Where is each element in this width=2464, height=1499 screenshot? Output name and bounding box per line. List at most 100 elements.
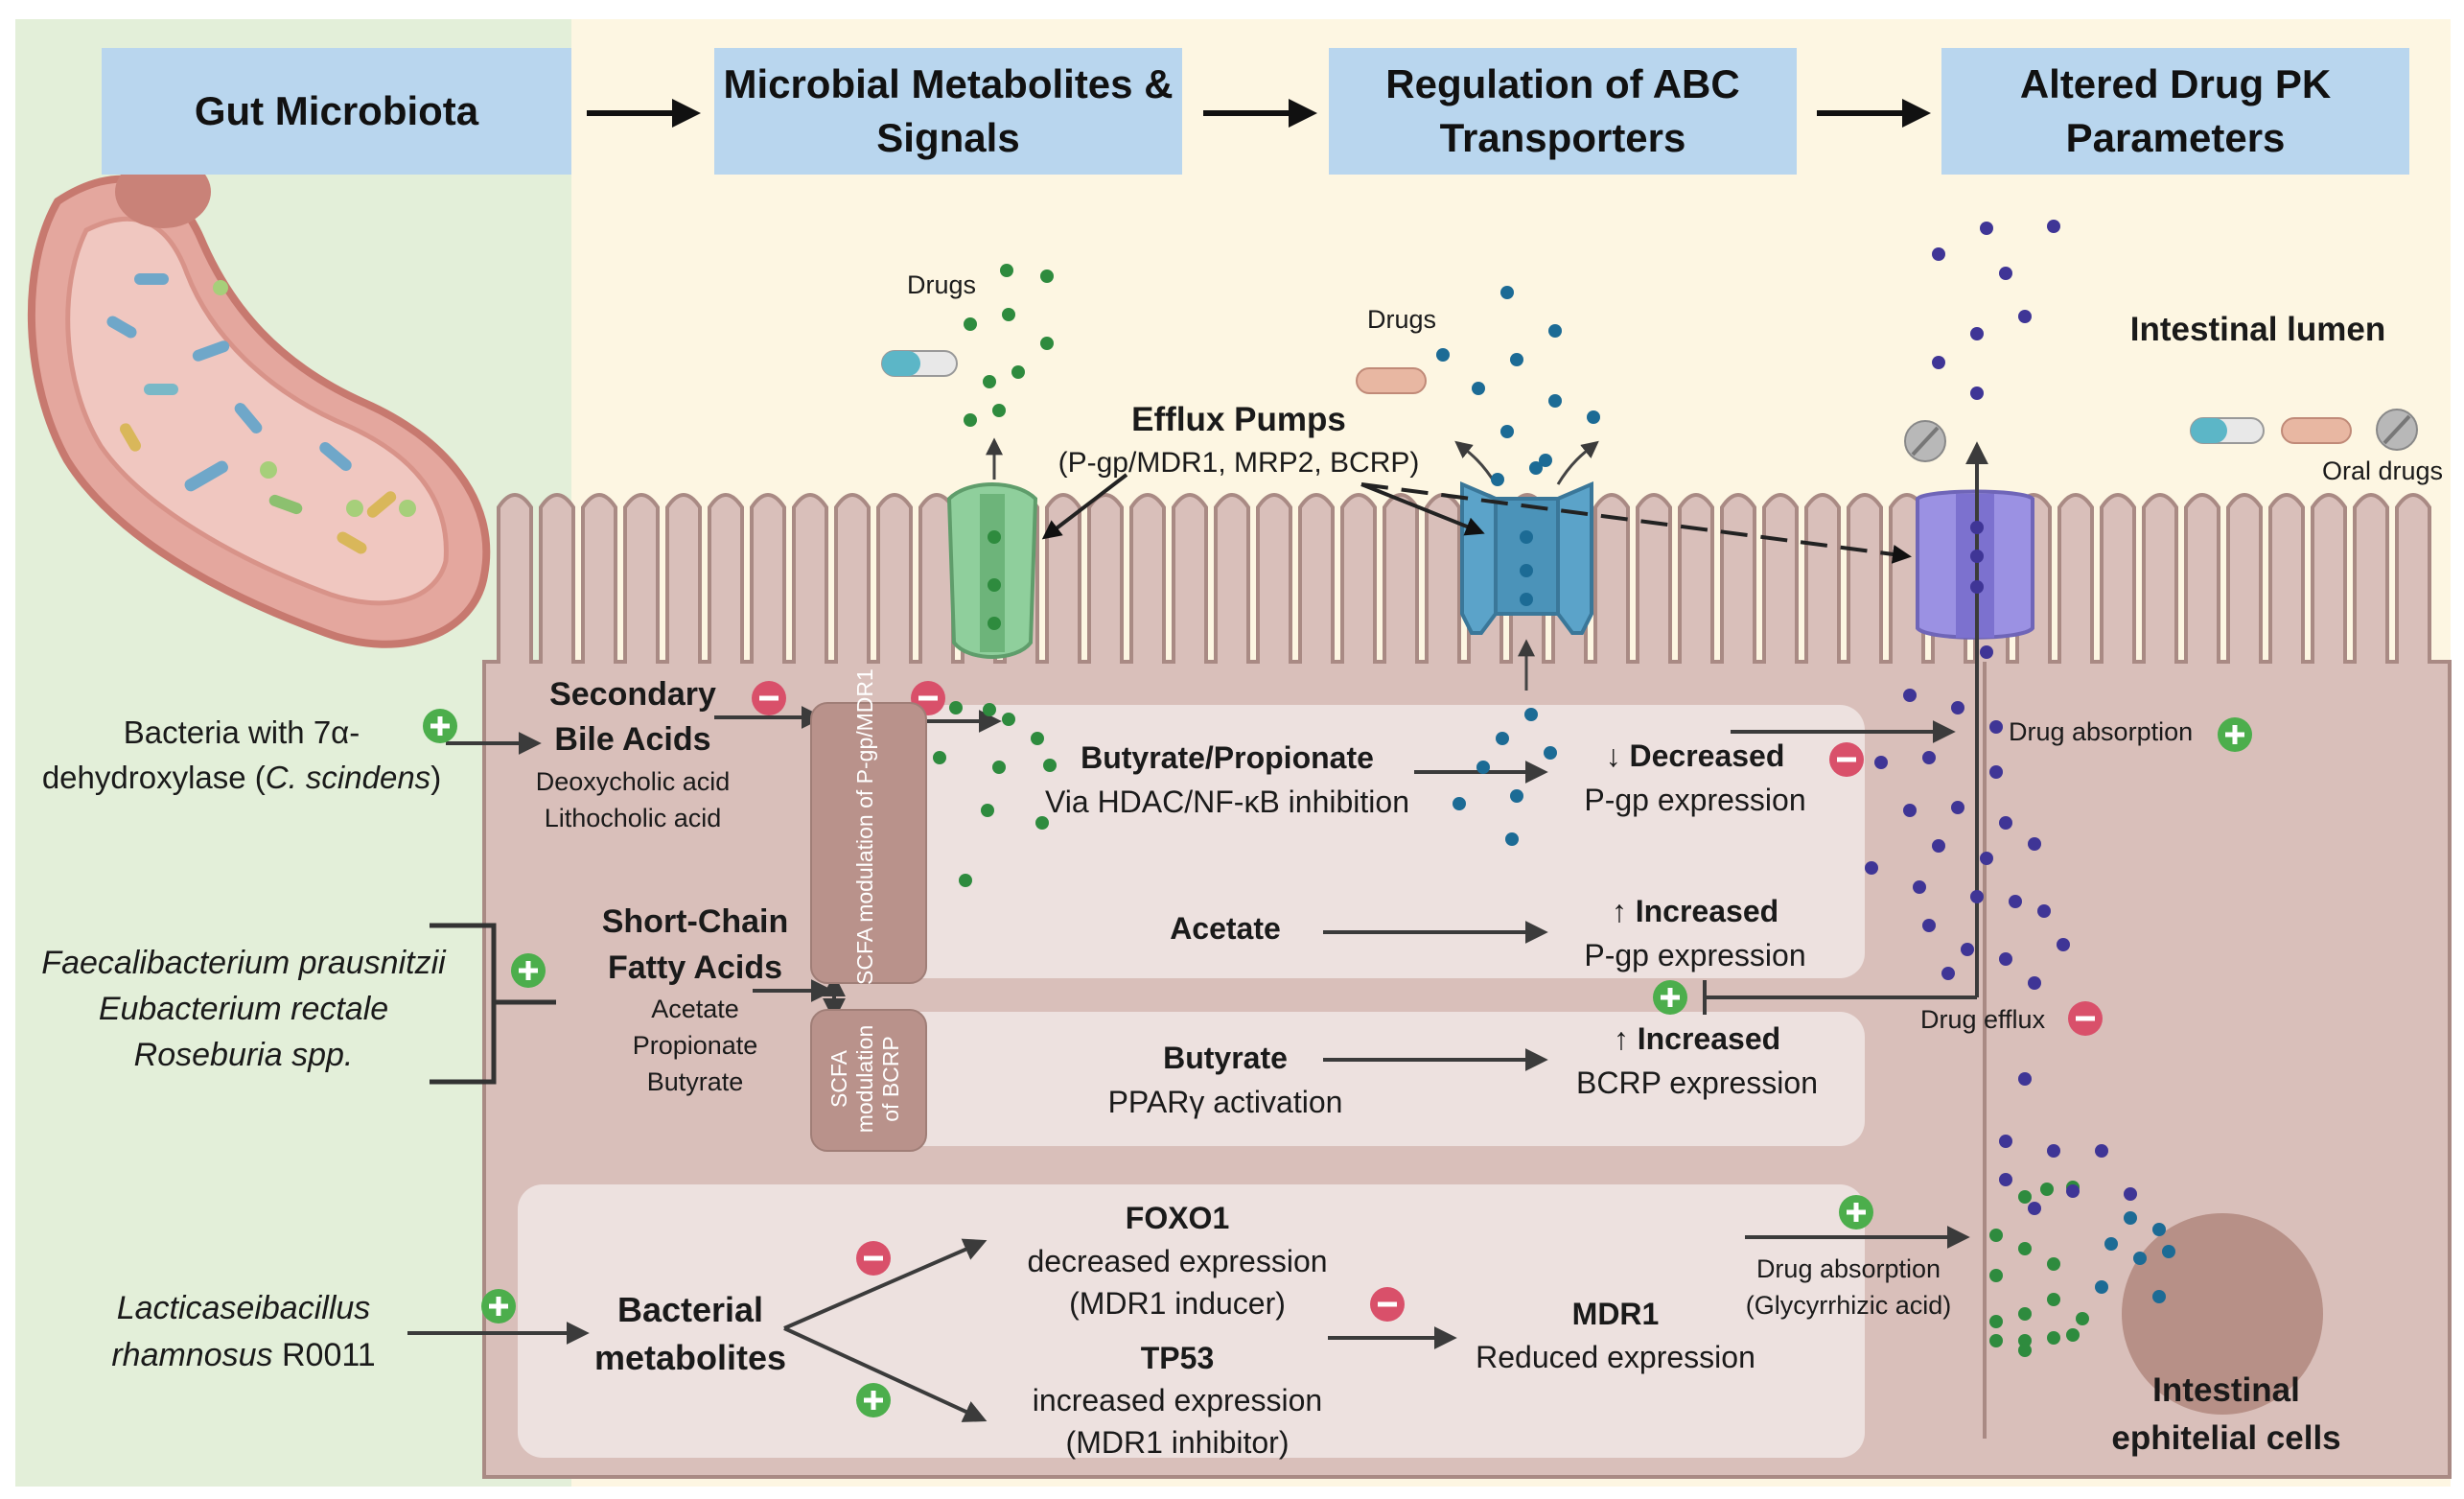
drug-molecule-dot bbox=[1970, 386, 1984, 400]
plus-icon bbox=[1839, 1195, 1873, 1230]
plus-icon bbox=[511, 953, 546, 988]
efflux-pumps-title: Efflux Pumps bbox=[1131, 401, 1346, 438]
epithelial-cells-line1: Intestinal bbox=[2152, 1371, 2300, 1409]
header-abc-transporters: Regulation of ABC Transporters bbox=[1329, 48, 1797, 175]
drug-molecule-dot bbox=[1436, 348, 1450, 362]
secondary-bile-acids-line1: Secondary bbox=[549, 676, 716, 713]
drug-molecule-dot bbox=[949, 701, 963, 714]
drug-molecule-dot bbox=[1011, 365, 1025, 379]
drug-molecule-dot bbox=[1874, 756, 1888, 769]
intestine-illustration bbox=[27, 155, 491, 648]
drug-molecule-dot bbox=[964, 413, 977, 427]
scfa-pgp-label: SCFA modulation of P-gp/MDR1 bbox=[852, 668, 877, 985]
drug-molecule-dot bbox=[2018, 1072, 2032, 1086]
drug-molecule-dot bbox=[1980, 222, 1993, 235]
drug-molecule-dot bbox=[1035, 816, 1049, 830]
acetate-label: Acetate bbox=[1170, 911, 1281, 946]
tablet-icon bbox=[1356, 367, 1427, 394]
header-drug-pk: Altered Drug PK Parameters bbox=[1941, 48, 2409, 175]
minus-icon bbox=[856, 1241, 891, 1276]
scfa-pgp-pill bbox=[810, 702, 927, 984]
foxo1-sub1: decreased expression bbox=[1027, 1244, 1328, 1278]
scfa-bcrp-line2: modulation bbox=[852, 1024, 877, 1134]
foxo1-label: FOXO1 bbox=[1125, 1201, 1230, 1235]
drug-molecule-dot bbox=[964, 317, 977, 331]
drug-molecule-dot bbox=[2124, 1187, 2137, 1201]
drug-molecule-dot bbox=[1496, 732, 1509, 745]
drug-molecule-dot bbox=[2028, 1202, 2041, 1215]
drug-molecule-dot bbox=[1922, 751, 1936, 764]
capsule-icon bbox=[881, 350, 958, 377]
drug-molecule-dot bbox=[1903, 689, 1917, 702]
drug-molecule-dot bbox=[1999, 952, 2012, 966]
drug-molecule-dot bbox=[1510, 353, 1523, 366]
dehydroxylase-close: ) bbox=[430, 760, 442, 795]
drug-molecule-dot bbox=[981, 804, 994, 817]
oral-drugs-label: Oral drugs bbox=[2321, 457, 2444, 485]
drug-molecule-dot bbox=[1932, 247, 1945, 261]
drug-molecule-dot bbox=[1524, 708, 1538, 721]
butyrate-label: Butyrate bbox=[1163, 1041, 1288, 1075]
drug-molecule-dot bbox=[1989, 765, 2003, 779]
plus-icon bbox=[423, 709, 457, 743]
scfa-acetate: Acetate bbox=[651, 995, 739, 1023]
drug-molecule-dot bbox=[2009, 895, 2022, 908]
tp53-label: TP53 bbox=[1140, 1341, 1215, 1375]
green-efflux-pump bbox=[946, 482, 1038, 659]
drug-molecule-dot bbox=[1999, 816, 2012, 830]
drug-molecule-dot bbox=[1539, 454, 1552, 467]
increased-pgp-sub: P-gp expression bbox=[1584, 938, 1806, 972]
butyrate-propionate-label: Butyrate/Propionate bbox=[1081, 740, 1374, 775]
drug-molecule-dot bbox=[2076, 1312, 2089, 1325]
epithelial-cells-line2: ephitelial cells bbox=[2111, 1419, 2341, 1457]
drug-molecule-dot bbox=[1970, 521, 1984, 534]
lower-panel bbox=[518, 1184, 1865, 1458]
scfa-butyrate: Butyrate bbox=[646, 1067, 744, 1096]
drug-molecule-dot bbox=[2047, 220, 2060, 233]
oral-round-pill-icon bbox=[2376, 409, 2418, 451]
drug-molecule-dot bbox=[1961, 943, 1974, 956]
drug-molecule-dot bbox=[988, 530, 1001, 544]
drug-molecule-dot bbox=[1970, 890, 1984, 903]
drug-molecule-dot bbox=[2028, 837, 2041, 851]
drug-molecule-dot bbox=[1520, 564, 1533, 577]
scfa-bcrp-label: SCFA modulation of BCRP bbox=[826, 1012, 907, 1146]
drug-molecule-dot bbox=[1865, 861, 1878, 875]
drug-molecule-dot bbox=[2018, 1190, 2032, 1204]
drug-molecule-dot bbox=[1472, 382, 1485, 395]
drug-efflux-label: Drug efflux bbox=[1920, 1005, 2046, 1034]
roseburia-label: Roseburia spp. bbox=[133, 1037, 354, 1073]
header-microbial-metabolites: Microbial Metabolites & Signals bbox=[714, 48, 1182, 175]
drug-molecule-dot bbox=[1510, 789, 1523, 803]
drugs-label-blue: Drugs bbox=[1367, 305, 1437, 334]
drug-molecule-dot bbox=[2037, 904, 2051, 918]
drug-molecule-dot bbox=[2047, 1144, 2060, 1158]
scfa-bcrp-pill bbox=[810, 1009, 927, 1152]
plus-icon bbox=[1653, 980, 1687, 1015]
drug-molecule-dot bbox=[2047, 1257, 2060, 1271]
drug-molecule-dot bbox=[1500, 425, 1514, 438]
plus-icon bbox=[2218, 717, 2252, 752]
scfa-bcrp-line1: SCFA bbox=[826, 1049, 851, 1109]
drug-molecule-dot bbox=[1989, 1229, 2003, 1242]
header-gut-microbiota: Gut Microbiota bbox=[102, 48, 571, 175]
drug-molecule-dot bbox=[933, 751, 946, 764]
drug-molecule-dot bbox=[1903, 804, 1917, 817]
minus-icon bbox=[2068, 1001, 2103, 1036]
drug-molecule-dot bbox=[1951, 701, 1964, 714]
drug-molecule-dot bbox=[2018, 1242, 2032, 1255]
strain-label: R0011 bbox=[281, 1337, 376, 1373]
drug-molecule-dot bbox=[1970, 327, 1984, 340]
increased-bcrp-label: ↑ Increased bbox=[1613, 1021, 1781, 1056]
oral-tablet-icon bbox=[2281, 417, 2352, 444]
drug-molecule-dot bbox=[2018, 1334, 2032, 1347]
dehydroxylase-bacteria-line1: Bacteria with 7α- bbox=[123, 714, 360, 750]
upper-panel bbox=[820, 705, 1865, 978]
drug-molecule-dot bbox=[1529, 461, 1543, 475]
drug-molecule-dot bbox=[2040, 1183, 2054, 1196]
hdac-label: Via HDAC/NF-κB inhibition bbox=[1045, 785, 1409, 819]
drug-molecule-dot bbox=[1040, 269, 1054, 283]
bacterial-metabolites-line2: metabolites bbox=[593, 1338, 787, 1377]
ppar-label: PPARγ activation bbox=[1107, 1085, 1343, 1119]
